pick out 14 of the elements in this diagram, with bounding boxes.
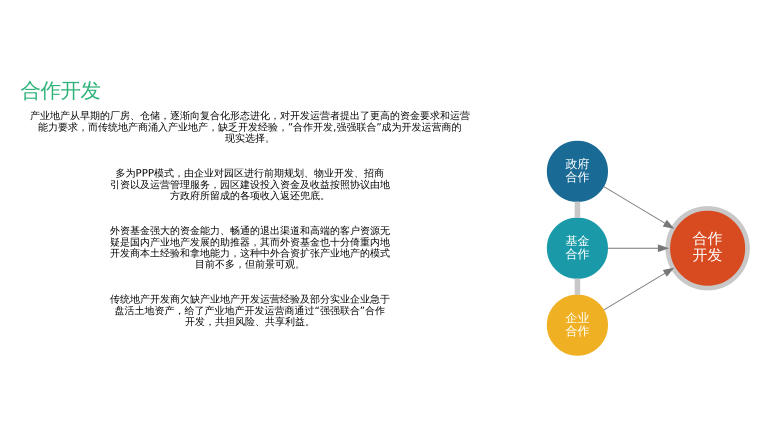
label: 多为PPP模式，由企业对园区进行前期规划、物业开发、招商引资以及运营管理服务，园区建设投入资金及收益按照协议由地方政府所留成的各项收入返还兜底。	[110, 168, 390, 202]
node-circle: 政府合作	[546, 140, 608, 202]
label: 传统地产开发商欠缺产业地产开发运营经验及部分实业企业急于盘活土地资产，给了产业地产开发运营商通过“强强联合”合作开发，共担风险、共享利益。	[110, 294, 390, 328]
connector	[574, 278, 580, 294]
arrow	[603, 186, 674, 228]
node-circle: 企业合作	[546, 294, 608, 356]
connector	[574, 201, 580, 218]
node-circle: 合作开发	[665, 206, 750, 290]
label: 产业地产从早期的厂房、仓储，逐渐向复合化形态进化，对开发运营者提出了更高的资金要求和运营能力要求，而传统地产商涌入产业地产，缺乏开发经验，”合作开发,强强联合”成为开发运营商的现实选择。	[30, 110, 470, 144]
node-circle: 基金合作	[546, 217, 608, 278]
arrow	[607, 244, 670, 252]
diagram-title: 合作开发	[20, 78, 101, 102]
arrow	[603, 267, 674, 310]
label: 外资基金强大的资金能力、畅通的退出渠道和高端的客户资源无疑是国内产业地产发展的助推器，其而外资基金也十分倚重内地开发商本土经验和拿地能力，这种中外合资扩张产业地产的模式目前不多，但前景可观。	[110, 226, 390, 270]
